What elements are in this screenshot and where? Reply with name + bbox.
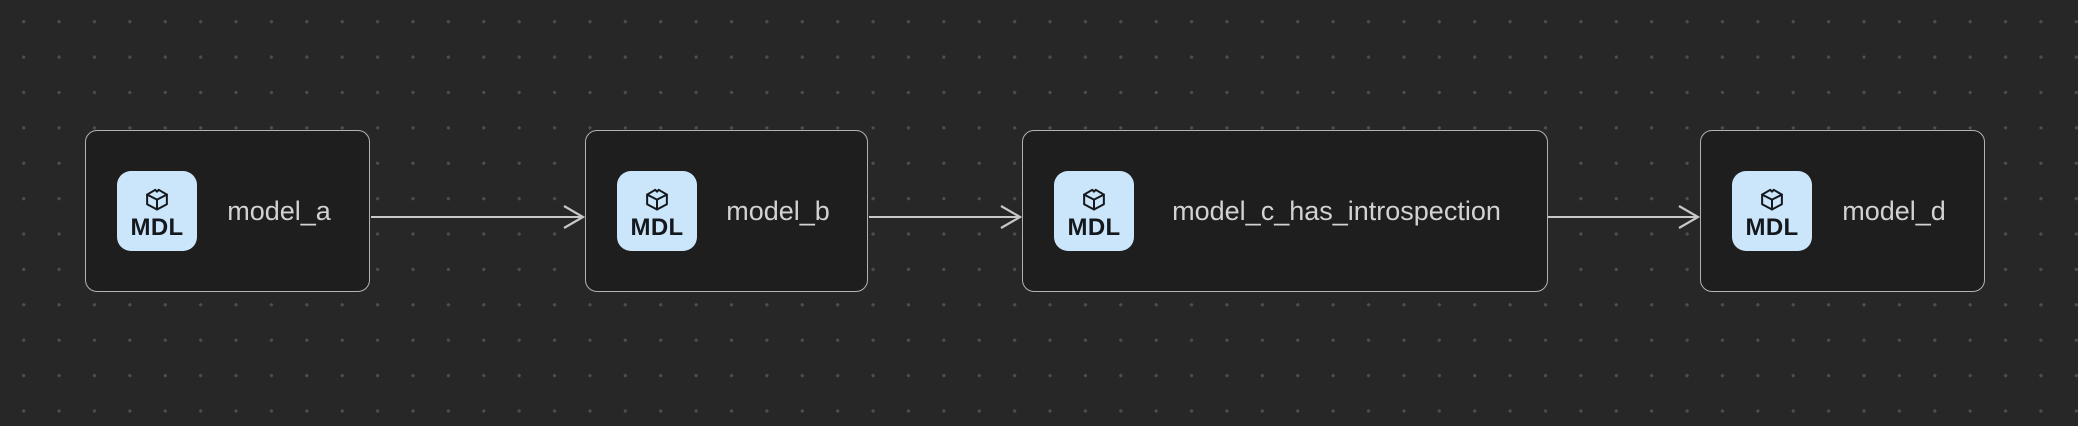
badge-label: MDL (130, 213, 184, 241)
model-type-badge: MDL (617, 171, 697, 251)
cube-icon (1083, 188, 1105, 211)
node-label: model_a (227, 195, 331, 226)
node-label: model_d (1842, 195, 1946, 226)
node-label: model_b (726, 195, 830, 226)
graph-node-model_b[interactable]: MDL model_b (585, 130, 868, 292)
badge-label: MDL (630, 213, 684, 241)
graph-node-model_d[interactable]: MDL model_d (1700, 130, 1985, 292)
model-type-badge: MDL (1054, 171, 1134, 251)
graph-node-model_c_has_introspection[interactable]: MDL model_c_has_introspection (1022, 130, 1548, 292)
model-type-badge: MDL (117, 171, 197, 251)
model-type-badge: MDL (1732, 171, 1812, 251)
cube-icon (146, 188, 168, 211)
graph-node-model_a[interactable]: MDL model_a (85, 130, 370, 292)
cube-icon (1761, 188, 1783, 211)
node-label: model_c_has_introspection (1172, 195, 1501, 226)
edge-model_a-model_b (371, 205, 586, 229)
badge-label: MDL (1067, 213, 1121, 241)
edge-model_b-model_c_has_introspection (869, 205, 1023, 229)
cube-icon (646, 188, 668, 211)
badge-label: MDL (1745, 213, 1799, 241)
edge-model_c_has_introspection-model_d (1548, 205, 1701, 229)
